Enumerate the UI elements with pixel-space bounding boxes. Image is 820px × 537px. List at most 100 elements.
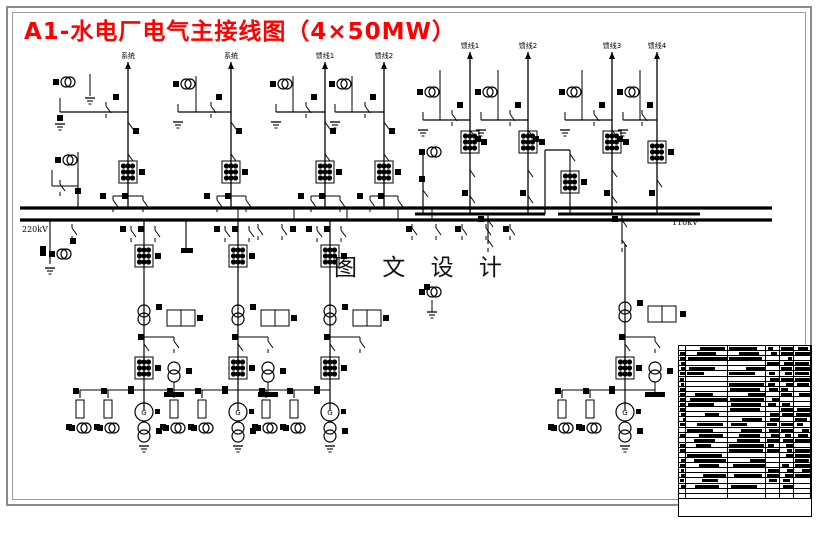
bay-feeder-2[interactable]: 馈线2: [328, 51, 404, 213]
busbar-110kv-b: 110kV: [558, 212, 700, 227]
bus-drop-110-b: [612, 214, 628, 253]
title-block-row: [679, 442, 811, 448]
bay-feeder-6[interactable]: 馈线4: [616, 41, 675, 214]
title-block-cell: [766, 452, 780, 458]
title-block-cell: [766, 376, 780, 381]
title-block-cell: [794, 366, 811, 371]
title-block-cell: [780, 376, 794, 381]
title-block-cell: [728, 478, 766, 483]
title-block-cell: [686, 361, 728, 366]
title-block-cell: [728, 442, 766, 447]
title-block-row: [679, 483, 811, 489]
title-block-cell: [728, 483, 766, 488]
title-block-cell: [679, 361, 686, 366]
title-block-cell: [728, 412, 766, 417]
title-block-cell: [794, 371, 811, 376]
title-block-cell: [766, 396, 780, 402]
title-block-cell: [794, 493, 811, 498]
title-block-cell: [728, 473, 766, 478]
title-block-cell: [679, 412, 686, 417]
bay-system-2-label: 系统: [224, 51, 238, 60]
title-block-cell: [679, 427, 686, 432]
generator-unit-1[interactable]: [66, 300, 203, 453]
title-block-row: [679, 386, 811, 392]
title-block-cell: [780, 407, 794, 412]
title-block-cell: [766, 391, 780, 396]
title-block-cell: [679, 458, 686, 463]
title-block-cell: [766, 473, 780, 478]
bay-system-2[interactable]: 系统: [172, 51, 252, 213]
title-block-row: [679, 402, 811, 408]
title-block-cell: [686, 376, 728, 381]
title-block-cell: [679, 473, 686, 478]
title-block-cell: [780, 493, 794, 498]
busbar-110kv-label: 110kV: [672, 218, 698, 227]
title-block-cell: [780, 396, 794, 402]
title-block-row: [679, 468, 811, 474]
title-block-row: [679, 463, 811, 469]
title-block-cell: [686, 473, 728, 478]
title-block-cell: [794, 376, 811, 381]
drawing-title-block[interactable]: [678, 345, 812, 517]
title-block-cell: [679, 356, 686, 361]
title-block-cell: [794, 402, 811, 407]
title-block-cell: [794, 361, 811, 366]
title-block-row: [679, 473, 811, 479]
generator-unit-4[interactable]: [548, 244, 686, 453]
title-block-cell: [780, 356, 794, 361]
title-block-cell: [679, 452, 686, 458]
title-block-row: [679, 391, 811, 397]
title-block-cell: [686, 432, 728, 437]
generator-unit-2[interactable]: [160, 300, 297, 453]
title-block-cell: [780, 437, 794, 442]
title-block-cell: [728, 417, 766, 422]
title-block-cell: [794, 442, 811, 447]
title-block-cell: [728, 422, 766, 427]
bay-feeder-2-label: 馈线2: [375, 51, 393, 60]
title-block-cell: [728, 402, 766, 407]
busbar-vt-left: [51, 152, 81, 208]
title-block-cell: [766, 412, 780, 417]
watermark: 图 文 设 计: [334, 255, 511, 281]
title-block-cell: [686, 366, 728, 371]
title-block-cell: [766, 407, 780, 412]
title-block-cell: [686, 396, 728, 402]
title-block-cell: [686, 381, 728, 386]
title-block-row: [679, 351, 811, 357]
title-block-cell: [766, 468, 780, 473]
bay-feeder-6-label: 馈线4: [648, 41, 667, 50]
bay-system-1[interactable]: 系统: [52, 51, 149, 213]
title-block-row: [679, 458, 811, 464]
title-block-cell: [679, 351, 686, 356]
title-block-cell: [794, 396, 811, 402]
title-block-cell: [766, 402, 780, 407]
title-block-cell: [780, 432, 794, 437]
title-block-cell: [780, 442, 794, 447]
busbar-vt-lower-left: [40, 220, 78, 275]
title-block-cell: [679, 447, 686, 452]
bay-feeder-4[interactable]: 馈线2: [474, 41, 546, 214]
bay-feeder-3[interactable]: 馈线1: [416, 41, 488, 214]
title-block-cell: [686, 346, 728, 351]
title-block-cell: [679, 417, 686, 422]
drawing-frame-outer: [6, 6, 812, 506]
title-block-cell: [686, 463, 728, 468]
title-block-cell: [686, 427, 728, 432]
title-block-cell: [794, 356, 811, 361]
title-block-cell: [794, 391, 811, 396]
title-block-cell: [766, 483, 780, 488]
title-block-cell: [794, 351, 811, 356]
title-block-cell: [728, 361, 766, 366]
title-block-cell: [686, 371, 728, 376]
title-block-cell: [686, 417, 728, 422]
title-block-cell: [728, 432, 766, 437]
title-block-cell: [686, 351, 728, 356]
generator-unit-3[interactable]: [252, 300, 389, 453]
title-block-cell: [728, 468, 766, 473]
bay-feeder-1[interactable]: 馈线1: [269, 51, 346, 213]
title-block-cell: [679, 386, 686, 391]
bay-feeder-5[interactable]: 馈线3: [558, 41, 630, 214]
title-block-cell: [728, 346, 766, 351]
title-block-cell: [686, 386, 728, 391]
